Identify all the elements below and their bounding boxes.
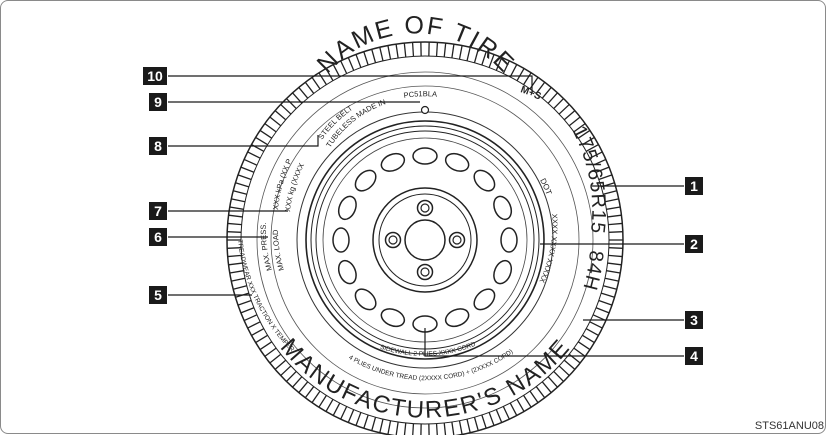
- callout-1: 1: [685, 177, 703, 195]
- callout-9: 9: [149, 93, 167, 111]
- callout-3: 3: [685, 311, 703, 329]
- callout-6: 6: [149, 228, 167, 246]
- tread-groove: [413, 424, 414, 435]
- tread-groove: [609, 232, 623, 233]
- tread-groove: [437, 42, 438, 56]
- callout-7: 7: [149, 202, 167, 220]
- lug-nut: [418, 265, 433, 280]
- valve-stem: [422, 107, 429, 114]
- callout-2: 2: [685, 235, 703, 253]
- lug-nut: [450, 233, 465, 248]
- callout-10: 10: [143, 67, 167, 85]
- rim-vent-hole: [413, 148, 437, 164]
- callout-8: 8: [149, 137, 167, 155]
- tread-groove: [437, 424, 438, 435]
- lug-nut: [386, 233, 401, 248]
- callout-5: 5: [149, 286, 167, 304]
- figure-code-caption: STS61ANU08: [755, 420, 824, 432]
- callout-4: 4: [685, 347, 703, 365]
- lug-nut: [418, 201, 433, 216]
- wheel-hub-center: [405, 220, 445, 260]
- tread-groove: [609, 248, 623, 249]
- tread-groove: [227, 232, 241, 233]
- rim-vent-hole: [333, 228, 349, 252]
- tread-groove: [413, 42, 414, 56]
- rim-vent-hole: [501, 228, 517, 252]
